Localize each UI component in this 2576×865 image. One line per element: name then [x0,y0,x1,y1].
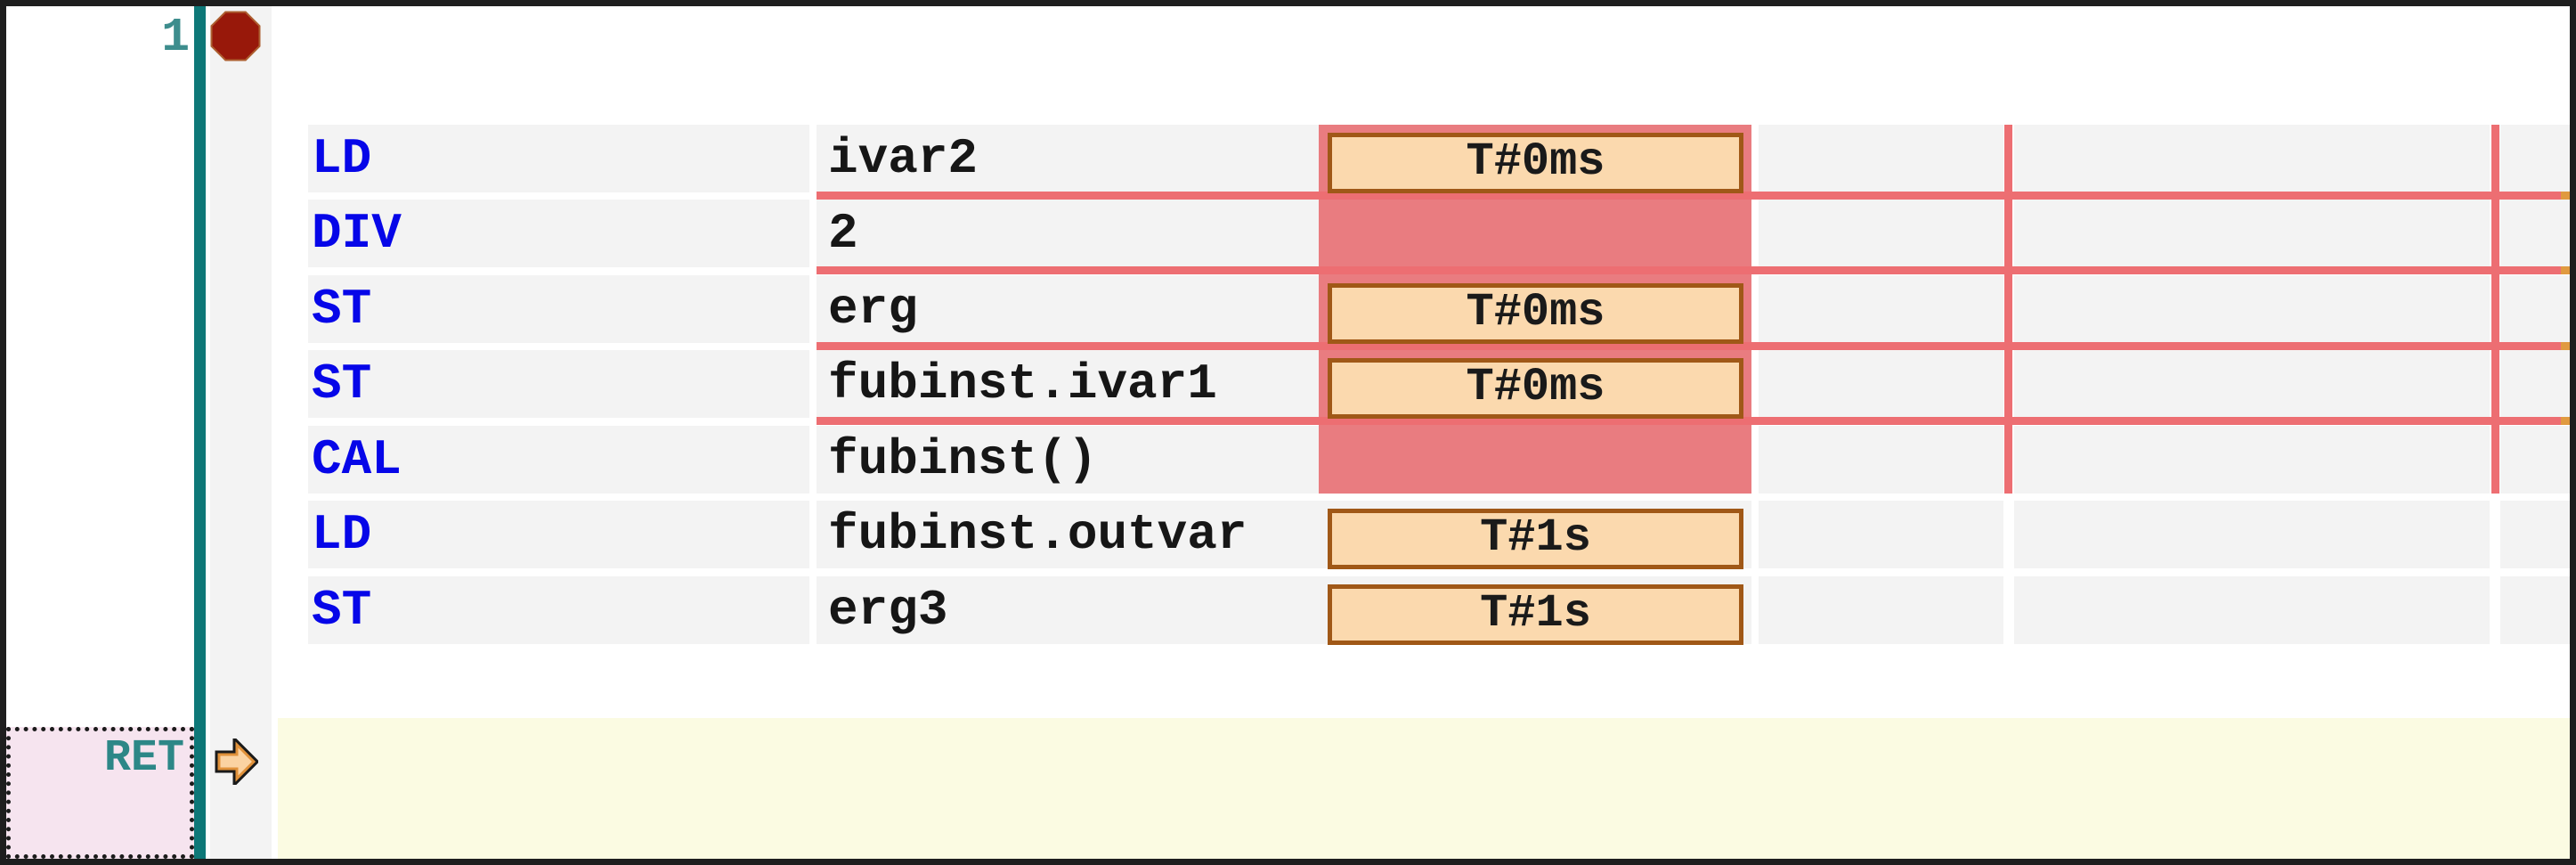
row-bg [817,501,1319,568]
flow-line-horizontal [817,417,2561,425]
row-bg [308,350,809,418]
row-bg [2014,576,2490,644]
il-operand[interactable]: 2 [828,205,858,262]
flow-line-end-tick [2561,342,2570,350]
row-bg [2500,350,2570,418]
flow-line-horizontal [817,266,2561,274]
row-bg [2014,275,2490,343]
row-bg [308,501,809,568]
breakpoint-column[interactable] [210,6,272,859]
line-number[interactable]: 1 [161,11,190,64]
row-bg [2014,200,2490,267]
row-bg [2014,350,2490,418]
il-operator[interactable]: DIV [312,205,402,262]
row-bg [1759,426,2003,494]
flow-line-vertical [2004,125,2012,494]
row-bg [2014,125,2490,192]
row-bg [2500,275,2570,343]
row-bg [817,350,1319,418]
row-bg [308,200,809,267]
row-bg [1759,125,2003,192]
il-operator[interactable]: ST [312,355,372,412]
row-bg [2500,501,2570,568]
row-bg [2500,576,2570,644]
row-bg [2500,426,2570,494]
row-bg [2500,200,2570,267]
il-operand[interactable]: fubinst.outvar [828,506,1247,563]
row-bg [817,576,1319,644]
row-bg [1759,501,2003,568]
return-statement-box[interactable]: RET [6,727,194,859]
row-bg [2014,426,2490,494]
row-bg [817,200,1319,267]
row-bg [308,426,809,494]
flow-line-horizontal [817,192,2561,200]
il-operand[interactable]: fubinst.ivar1 [828,355,1217,412]
monitor-value-box[interactable]: T#0ms [1328,358,1743,419]
il-operand[interactable]: erg3 [828,582,948,639]
row-bg [2014,501,2490,568]
row-bg [308,275,809,343]
row-bg [1759,576,2003,644]
monitor-value-box[interactable]: T#0ms [1328,283,1743,344]
row-bg [817,275,1319,343]
margin-divider-line [194,6,206,859]
row-bg [308,125,809,192]
row-bg [1759,350,2003,418]
row-bg [817,125,1319,192]
flow-line-end-tick [2561,192,2570,200]
il-operator[interactable]: ST [312,582,372,639]
flow-line-horizontal [817,342,2561,350]
il-operator[interactable]: LD [312,506,372,563]
il-operand[interactable]: fubinst() [828,431,1098,488]
row-bg [1759,200,2003,267]
flow-line-vertical [2491,125,2499,494]
row-bg [1759,275,2003,343]
row-bg [2500,125,2570,192]
il-operand[interactable]: ivar2 [828,130,979,187]
active-statement-row [278,718,2570,859]
il-operator[interactable]: ST [312,281,372,338]
breakpoint-octagon-icon[interactable] [210,11,261,61]
il-operator[interactable]: CAL [312,431,402,488]
monitor-value-box[interactable]: T#0ms [1328,133,1743,193]
instruction-pointer-arrow-right-icon [215,739,258,785]
return-statement-label: RET [103,733,184,784]
il-operand[interactable]: erg [828,281,918,338]
flow-line-end-tick [2561,417,2570,425]
il-operator[interactable]: LD [312,130,372,187]
row-bg [308,576,809,644]
flow-line-end-tick [2561,266,2570,274]
row-bg [817,426,1319,494]
monitor-value-box[interactable]: T#1s [1328,584,1743,645]
monitor-value-box[interactable]: T#1s [1328,509,1743,569]
